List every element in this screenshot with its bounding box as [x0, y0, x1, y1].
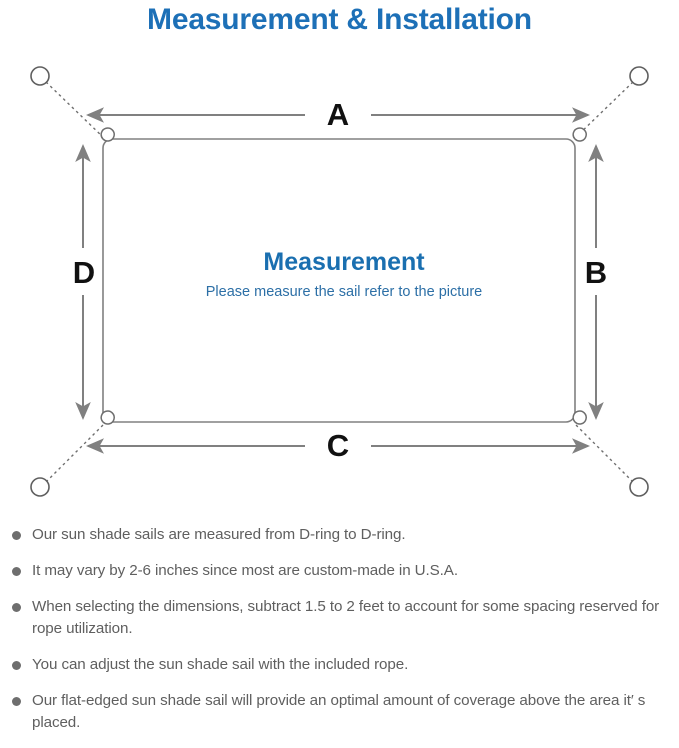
bullet-icon — [12, 661, 21, 670]
d-ring-top-right — [572, 127, 587, 142]
dimension-label-C: C — [327, 428, 349, 463]
d-ring-top-left — [100, 127, 115, 142]
note-text: Our sun shade sails are measured from D-… — [32, 526, 406, 543]
page-title: Measurement & Installation — [147, 3, 532, 36]
note-text: It may vary by 2-6 inches since most are… — [32, 562, 458, 579]
anchor-point-top-right — [629, 66, 649, 86]
rope-line-bottom-right — [574, 423, 634, 483]
bullet-icon — [12, 697, 21, 706]
list-item: When selecting the dimensions, subtract … — [0, 596, 679, 640]
sail-rectangle — [102, 138, 576, 423]
list-item: You can adjust the sun shade sail with t… — [0, 654, 679, 676]
anchor-point-top-left — [30, 66, 50, 86]
note-text: You can adjust the sun shade sail with t… — [32, 656, 409, 673]
notes-list: Our sun shade sails are measured from D-… — [0, 524, 679, 748]
list-item: It may vary by 2-6 inches since most are… — [0, 560, 679, 582]
diagram-canvas: A B C D Measurement Please measure the s… — [30, 66, 649, 497]
note-text: When selecting the dimensions, subtract … — [32, 598, 660, 637]
list-item: Our flat-edged sun shade sail will provi… — [0, 690, 679, 734]
d-rings — [100, 127, 587, 425]
rope-line-bottom-left — [45, 423, 105, 483]
dimension-label-D: D — [73, 255, 95, 290]
bullet-icon — [12, 531, 21, 540]
note-text: Our flat-edged sun shade sail will provi… — [32, 692, 646, 731]
d-ring-bottom-right — [572, 410, 587, 425]
list-item: Our sun shade sails are measured from D-… — [0, 524, 679, 546]
dimension-label-A: A — [327, 97, 349, 132]
rope-lines — [45, 81, 634, 483]
dimension-arrows — [75, 107, 604, 454]
anchor-point-bottom-left — [30, 477, 50, 497]
bullet-icon — [12, 603, 21, 612]
sail-label: Measurement — [263, 248, 425, 276]
dimension-label-B: B — [585, 255, 607, 290]
measurement-diagram: A B C D Measurement Please measure the s… — [0, 52, 679, 512]
sail-sublabel: Please measure the sail refer to the pic… — [206, 284, 482, 300]
rope-line-top-right — [574, 81, 634, 139]
anchor-point-bottom-right — [629, 477, 649, 497]
bullet-icon — [12, 567, 21, 576]
rope-line-top-left — [45, 81, 105, 139]
d-ring-bottom-left — [100, 410, 115, 425]
anchor-points — [30, 66, 649, 497]
